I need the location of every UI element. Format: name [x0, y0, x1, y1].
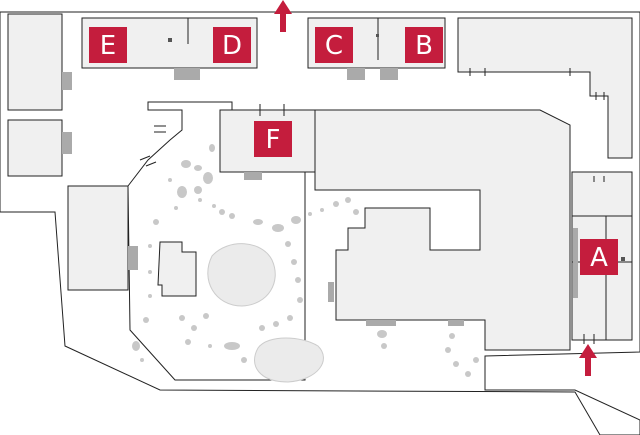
path-stone — [291, 259, 297, 265]
path-stone — [453, 361, 459, 367]
tick-nw-4 — [145, 161, 157, 167]
door-marker-ed — [168, 38, 172, 42]
path-stone — [241, 357, 247, 363]
arrow-up-icon — [579, 344, 597, 376]
label-marker-b[interactable]: B — [405, 27, 443, 63]
door-marker-a — [621, 257, 625, 261]
path-stone — [377, 330, 387, 338]
stairs-north-ed — [174, 68, 200, 80]
label-text-a: A — [590, 243, 608, 273]
label-marker-f[interactable]: F — [254, 121, 292, 157]
path-stone — [287, 315, 293, 321]
tick-nw-3 — [139, 155, 151, 161]
path-stone — [473, 357, 479, 363]
label-marker-a[interactable]: A — [580, 239, 618, 275]
label-marker-e[interactable]: E — [89, 27, 127, 63]
label-badge — [89, 27, 127, 63]
stairs-northwest — [62, 72, 72, 90]
stairs-north-b — [380, 68, 398, 80]
path-stone — [208, 344, 212, 348]
path-stone — [185, 339, 191, 345]
path-stone — [345, 197, 351, 203]
stairs-central-west — [328, 282, 334, 302]
path-stone — [203, 172, 213, 184]
path-stone — [273, 321, 279, 327]
path-stone — [465, 371, 471, 377]
path-stone — [212, 204, 216, 208]
path-stone — [194, 165, 202, 171]
stairs-f — [244, 172, 262, 180]
path-stone — [381, 343, 387, 349]
stairs-central-south-2 — [448, 320, 464, 326]
arrow-up-icon — [274, 0, 292, 32]
path-stone — [353, 209, 359, 215]
stairs-central-south — [366, 320, 396, 326]
stairs-a — [573, 228, 578, 298]
path-stone — [219, 209, 225, 215]
path-stone — [177, 186, 187, 198]
building-northeast — [457, 17, 633, 159]
label-text-c: C — [325, 31, 343, 61]
path-stone — [148, 270, 152, 274]
building-courtyard-small — [157, 241, 197, 297]
path-stone — [295, 277, 301, 283]
path-stone — [272, 224, 284, 232]
building-west-large — [67, 185, 129, 291]
label-text-b: B — [415, 31, 433, 61]
building-northwest — [7, 13, 63, 111]
path-stone — [174, 206, 178, 210]
stairs-west — [62, 132, 72, 154]
label-marker-d[interactable]: D — [213, 27, 251, 63]
pond-south — [254, 337, 324, 383]
path-stone — [229, 213, 235, 219]
stairs-west-large — [128, 246, 138, 270]
path-stone — [153, 219, 159, 225]
path-stone — [148, 294, 152, 298]
path-stone — [308, 212, 312, 216]
path-stone — [333, 201, 339, 207]
path-stone — [181, 160, 191, 168]
path-stone — [203, 313, 209, 319]
path-stone — [132, 341, 140, 351]
path-stone — [168, 178, 172, 182]
path-stone — [445, 347, 451, 353]
path-stone — [297, 297, 303, 303]
path-stone — [198, 198, 202, 202]
label-text-d: D — [222, 31, 242, 61]
path-stone — [253, 219, 263, 225]
path-stone — [143, 317, 149, 323]
building-central — [314, 109, 571, 351]
label-text-e: E — [100, 31, 116, 61]
label-badge — [254, 121, 292, 157]
path-stone — [449, 333, 455, 339]
path-stone — [194, 186, 202, 194]
label-badge — [580, 239, 618, 275]
path-stone — [191, 325, 197, 331]
label-marker-c[interactable]: C — [315, 27, 353, 63]
path-stone — [179, 315, 185, 321]
pond-north — [207, 243, 276, 307]
label-badge — [213, 27, 251, 63]
stairs-north-c — [347, 68, 365, 80]
path-stone — [209, 144, 215, 152]
footpaths — [132, 144, 479, 377]
door-marker-cb — [376, 34, 379, 37]
label-text-f: F — [266, 125, 281, 155]
path-stone — [291, 216, 301, 224]
path-stone — [140, 358, 144, 362]
path-stone — [320, 208, 324, 212]
path-stone — [224, 342, 240, 350]
label-badge — [405, 27, 443, 63]
path-stone — [259, 325, 265, 331]
building-west — [7, 119, 63, 177]
label-badge — [315, 27, 353, 63]
path-stone — [148, 244, 152, 248]
path-stone — [285, 241, 291, 247]
